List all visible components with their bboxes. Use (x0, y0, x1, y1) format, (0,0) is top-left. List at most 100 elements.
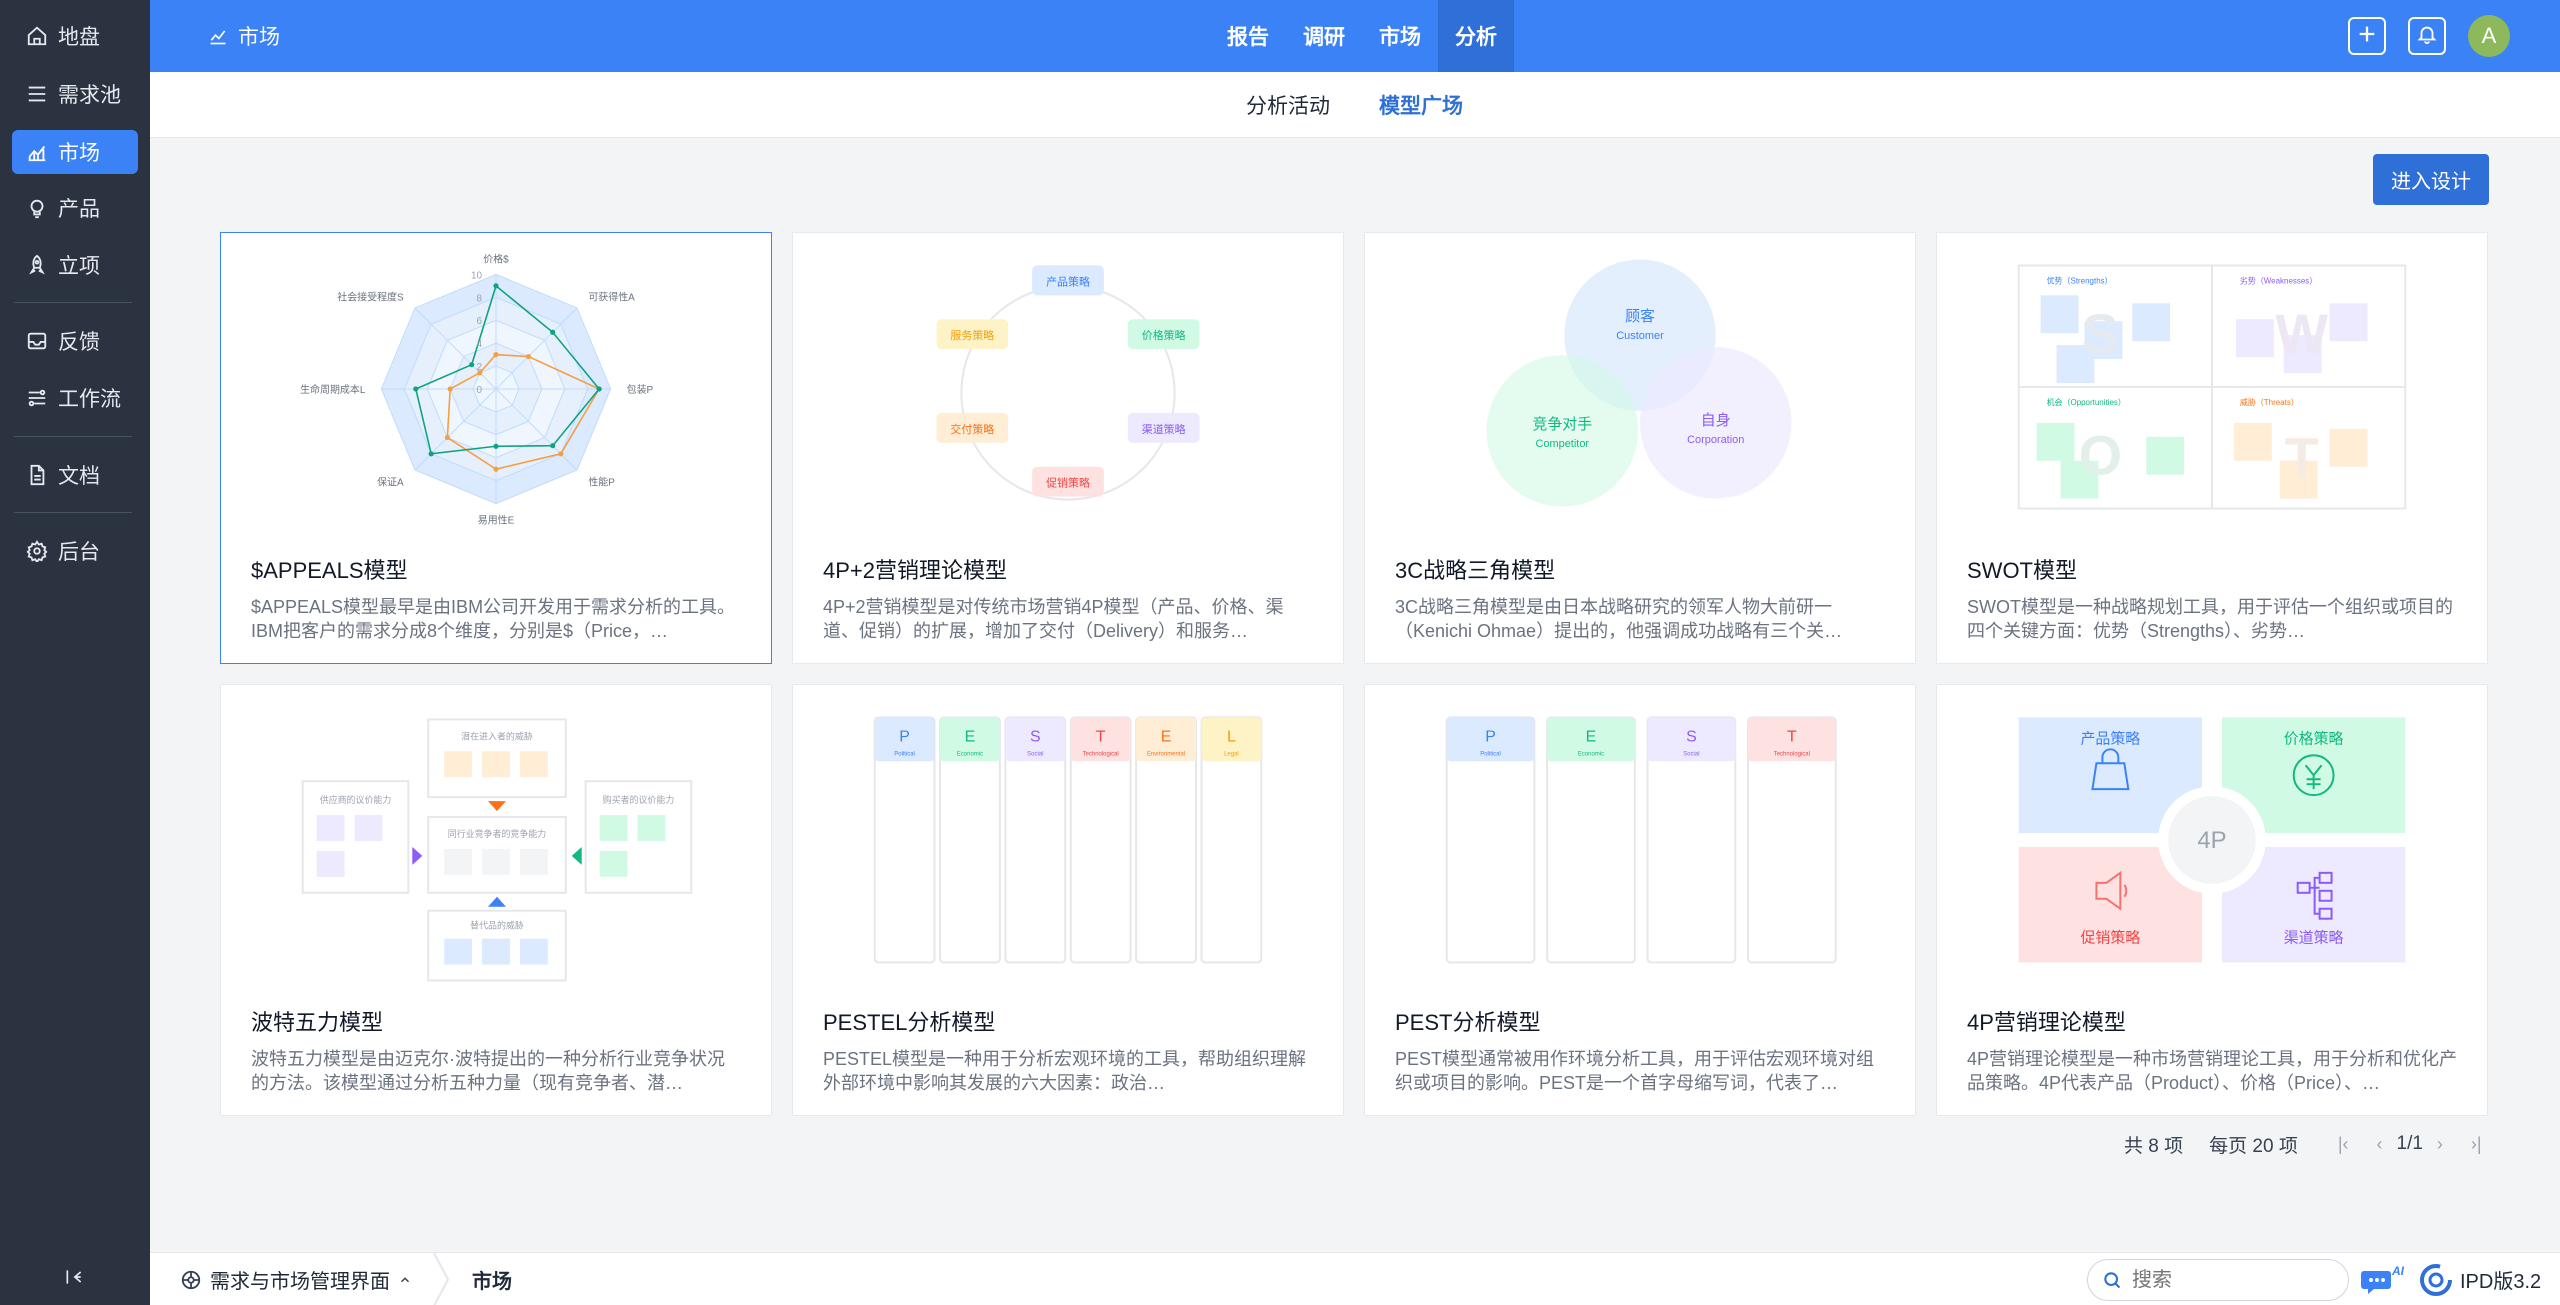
substitutes-label: 替代品的威胁 (470, 920, 524, 931)
enter-design-button[interactable]: 进入设计 (2373, 154, 2489, 205)
card-description: 波特五力模型是由迈克尔·波特提出的一种分析行业竞争状况的方法。该模型通过分析五种… (251, 1049, 725, 1093)
radar-tick-label: 4 (477, 339, 483, 350)
collapse-sidebar-button[interactable] (60, 1265, 88, 1293)
customer-en-label: Customer (1616, 330, 1664, 342)
tab-analysis-activity[interactable]: 分析活动 (1246, 95, 1330, 118)
bell-icon (2416, 23, 2438, 50)
four-p-center-label: 4P (2197, 827, 2226, 854)
model-card-swot[interactable]: 优势（Strengths） 劣势（Weaknesses） 机会（Opportun… (1936, 232, 2488, 664)
column-word: Political (894, 751, 915, 757)
radar-series-a-point (596, 386, 602, 392)
radar-axis-label: 价格$ (483, 252, 509, 265)
column-word: Political (1480, 751, 1501, 757)
sidebar-item-docs[interactable]: 文档 (12, 453, 138, 497)
column-letter: P (899, 728, 910, 745)
sidebar-item-market[interactable]: 市场 (12, 130, 138, 174)
sidebar-item-label: 立项 (58, 255, 100, 278)
industry-competitors-label: 同行业竞争者的竞争能力 (448, 828, 547, 839)
nav-analysis[interactable]: 分析 (1438, 0, 1514, 72)
yen-icon (2292, 754, 2335, 797)
chart-icon (24, 139, 50, 165)
breadcrumb-label: 市场 (238, 26, 280, 49)
rocket-icon (24, 252, 50, 278)
radar-axis (495, 388, 578, 471)
sidebar: 地盘 需求池 市场 产品 立项 反馈 工作流 文档 后台 (0, 0, 150, 1305)
five-forces-thumbnail: 潜在进入者的威胁 同行业竞争者的竞争能力 供应商的议价能力 购买者的议价能力 替… (301, 718, 693, 982)
radar-axis (414, 307, 497, 390)
first-page-button[interactable]: |‹ (2337, 1133, 2349, 1154)
sidebar-item-workflow[interactable]: 工作流 (12, 376, 138, 420)
prev-page-button[interactable]: ‹ (2376, 1133, 2383, 1154)
strategy-box (936, 319, 1009, 350)
sidebar-item-home[interactable]: 地盘 (12, 14, 138, 58)
strategy-label: 渠道策略 (1142, 422, 1186, 436)
sidebar-item-admin[interactable]: 后台 (12, 529, 138, 573)
column-letter: E (965, 728, 976, 745)
page-size-select[interactable]: 每页 20 项 (2209, 1135, 2298, 1157)
radar-axis-label: 易用性E (478, 514, 515, 527)
radar-series-b-point (444, 435, 450, 441)
avatar[interactable]: A (2468, 15, 2510, 57)
radar-axis-label: 可获得性A (588, 291, 635, 304)
column-letter: L (1227, 728, 1236, 745)
cycle-diagram-thumbnail: 产品策略 价格策略 渠道策略 促销策略 交付策略 服务策略 (936, 265, 1200, 501)
add-button[interactable] (2348, 17, 2386, 55)
total-count: 共 8 项 (2124, 1135, 2184, 1157)
swot-letter: T (2285, 426, 2319, 489)
tab-model-square[interactable]: 模型广场 (1379, 95, 1463, 118)
model-card-porter[interactable]: 潜在进入者的威胁 同行业竞争者的竞争能力 供应商的议价能力 购买者的议价能力 替… (220, 684, 772, 1116)
competitor-label: 竞争对手 (1532, 415, 1592, 433)
swot-strengths-label: 优势（Strengths） (2047, 275, 2113, 285)
card-description: $APPEALS模型最早是由IBM公司开发用于需求分析的工具。IBM把客户的需求… (251, 597, 736, 641)
search-input[interactable] (2132, 1268, 2332, 1292)
radar-axis-label: 包装P (627, 383, 654, 396)
column-letter: T (1096, 728, 1106, 745)
radar-axis-label: 社会接受程度S (337, 291, 404, 304)
radar-tick-label: 0 (477, 385, 483, 396)
radar-series-a-point (428, 451, 434, 457)
nav-research[interactable]: 调研 (1303, 26, 1345, 49)
sidebar-item-product[interactable]: 产品 (12, 186, 138, 230)
four-p-thumbnail: 4P 产品策略 价格策略 促销策略 渠道策略 (2018, 717, 2406, 963)
current-module: 市场 (472, 1271, 512, 1293)
model-card-4p[interactable]: 4P 产品策略 价格策略 促销策略 渠道策略 4P营销理论模型 4P营销理论模型… (1936, 684, 2488, 1116)
top-nav: 报告 调研 市场 分析 (1210, 0, 1514, 72)
ai-label: AI (2391, 1264, 2404, 1278)
swot-threats-label: 威胁（Threats） (2240, 397, 2299, 407)
radar-series-b-point (493, 352, 499, 358)
nav-report[interactable]: 报告 (1227, 26, 1269, 49)
strategy-box (1032, 466, 1104, 497)
column-word: Social (1027, 751, 1043, 757)
last-page-button[interactable]: ›| (2470, 1133, 2482, 1154)
next-page-button[interactable]: › (2436, 1133, 2443, 1154)
search-box[interactable] (2087, 1259, 2349, 1301)
workspace-label: 需求与市场管理界面 (210, 1271, 390, 1293)
workspace-switcher[interactable]: 需求与市场管理界面 (180, 1253, 412, 1305)
strategy-box (936, 412, 1009, 443)
nav-market[interactable]: 市场 (1379, 26, 1421, 49)
sidebar-item-demand-pool[interactable]: 需求池 (12, 72, 138, 116)
radar-series-a-point (469, 362, 475, 368)
sidebar-divider (14, 302, 132, 303)
swot-letter: O (2079, 424, 2122, 487)
model-card-4p2[interactable]: 产品策略 价格策略 渠道策略 促销策略 交付策略 服务策略 4P+2营销理论模型… (792, 232, 1344, 664)
column-header (1547, 717, 1635, 762)
model-card-3c[interactable]: 顾客 Customer 竞争对手 Competitor 自身 Corporati… (1364, 232, 1916, 664)
radar-axis (414, 388, 497, 471)
breadcrumb-separator (433, 1253, 450, 1305)
sidebar-item-label: 反馈 (58, 331, 100, 354)
ai-assistant-button[interactable]: AI (2360, 1263, 2405, 1297)
card-title: 波特五力模型 (251, 1010, 384, 1035)
sidebar-item-feedback[interactable]: 反馈 (12, 319, 138, 363)
sidebar-item-project[interactable]: 立项 (12, 243, 138, 287)
card-description: PESTEL模型是一种用于分析宏观环境的工具，帮助组织理解外部环境中影响其发展的… (823, 1049, 1307, 1093)
notifications-button[interactable] (2408, 17, 2446, 55)
chart-icon (208, 26, 228, 46)
card-description: 4P营销理论模型是一种市场营销理论工具，用于分析和优化产品策略。4P代表产品（P… (1967, 1049, 2457, 1093)
promotion-strategy-label: 促销策略 (2080, 930, 2140, 947)
radar-axis-label: 生命周期成本L (300, 383, 366, 396)
